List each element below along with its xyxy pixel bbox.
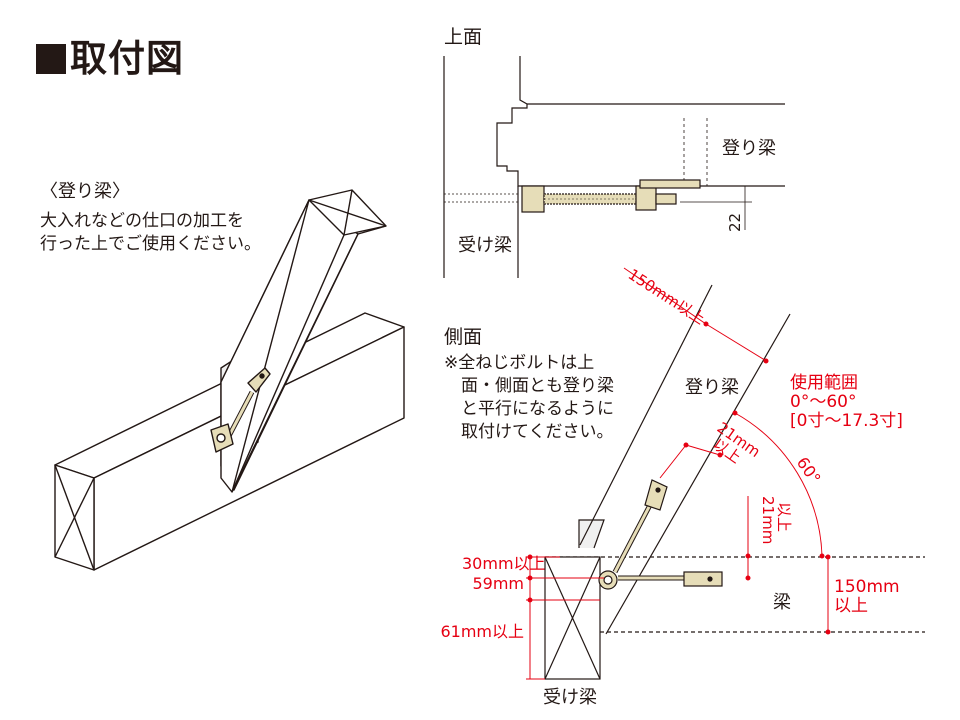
top-dim-22-label: 22: [726, 213, 744, 232]
side-support-label: 受け梁: [543, 687, 597, 708]
top-hardware: [521, 179, 701, 213]
side-view-heading: 側面: [444, 326, 483, 348]
dim-150-right: [825, 554, 831, 635]
iso-rafter: [220, 189, 387, 493]
top-beam-label: 受け梁: [458, 235, 512, 256]
side-hardware: [598, 479, 723, 590]
range-degrees: 0°～60°: [790, 392, 857, 412]
dim-21-vert: [745, 496, 751, 581]
side-dimensions: [526, 267, 831, 680]
range-arc: [732, 410, 825, 559]
iso-hardware: [210, 367, 271, 453]
page-title: 取付図: [36, 28, 184, 82]
dim-21-diag: [659, 442, 723, 479]
range-title: 使用範囲: [790, 373, 858, 393]
top-view-heading: 上面: [444, 26, 483, 48]
side-view: [544, 284, 925, 680]
dim-150-top-label: 150mm以上: [625, 265, 708, 328]
title-text: 取付図: [70, 37, 184, 80]
range-sun: [0寸～17.3寸]: [790, 411, 903, 431]
side-rafter-label: 登り梁: [685, 377, 739, 398]
side-beam: [545, 556, 925, 633]
iso-view: [54, 189, 405, 571]
dim-59: 59mm: [472, 574, 524, 593]
top-dim-22: [680, 186, 752, 230]
dim-61: 61mm以上: [440, 622, 524, 641]
side-support-beam: [544, 556, 601, 680]
dim-21-vert-text: 21mm: [759, 496, 777, 544]
side-note: ※全ねじボルトは上 面・側面とも登り梁 と平行になるように 取付けてください。: [444, 353, 614, 442]
side-beam-label: 梁: [773, 592, 791, 613]
iso-note: 大入れなどの仕口の加工を 行った上でご使用ください。: [40, 211, 261, 254]
dim-150-right: 150mm 以上: [834, 577, 900, 616]
top-rafter-label: 登り梁: [722, 138, 776, 159]
angle-60-label: 60°: [793, 453, 825, 487]
dim-150-top: [623, 267, 769, 364]
top-rafter: [443, 56, 785, 278]
dim-21-vert-label: 21mm 以上: [759, 496, 793, 544]
iso-heading: 〈登り梁〉: [40, 181, 130, 202]
top-view: [443, 56, 785, 278]
dim-21-diag-label: 21mm 以上: [709, 419, 763, 468]
dim-21-vert-text2: 以上: [775, 502, 793, 532]
dim-left: [526, 554, 604, 680]
side-rafter: [578, 284, 791, 635]
